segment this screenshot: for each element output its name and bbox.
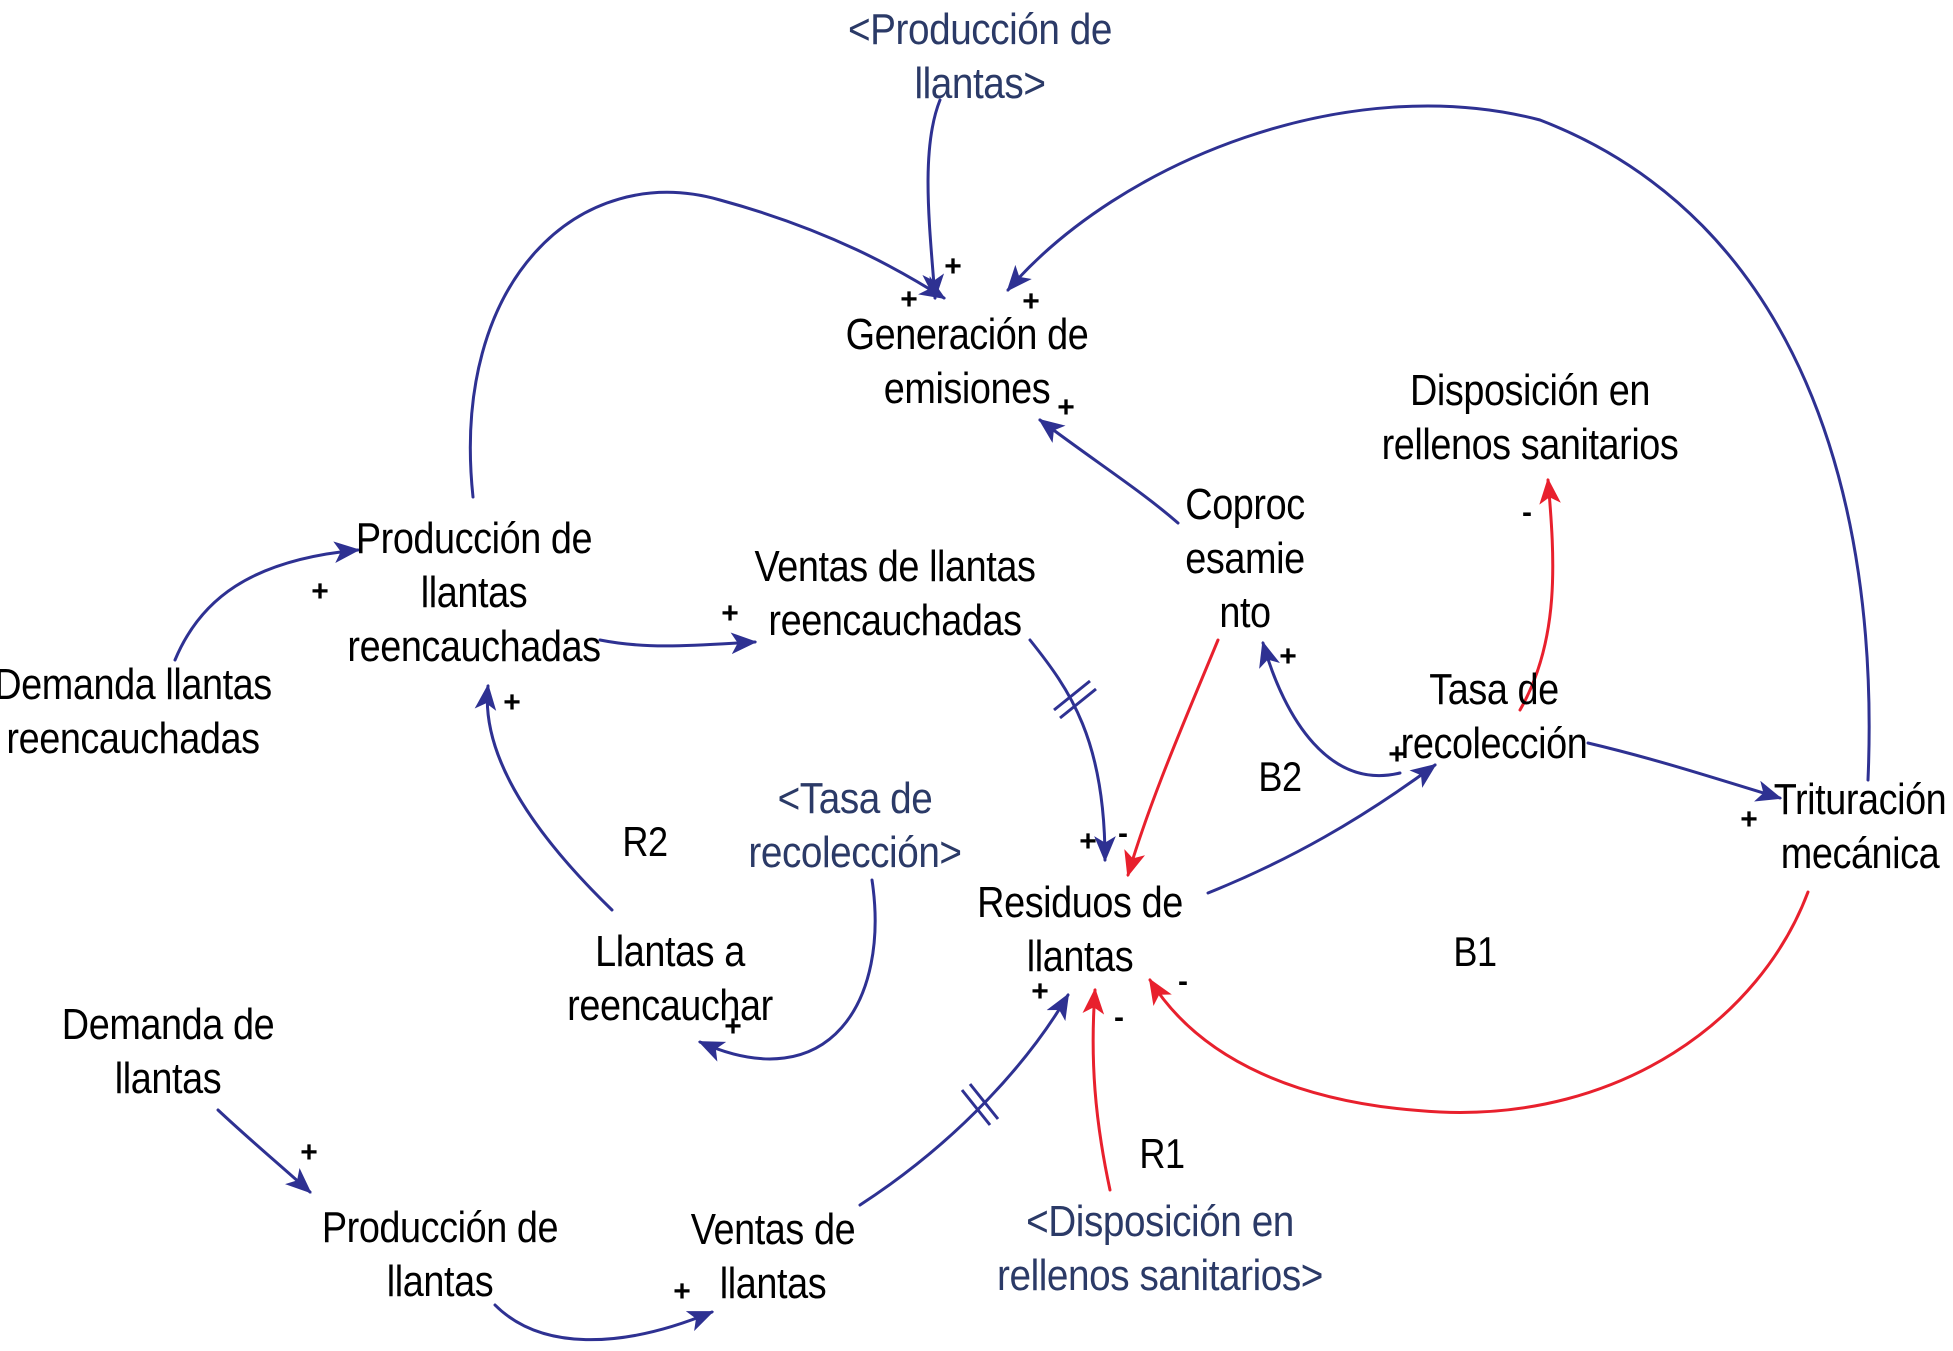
sign-plus: + bbox=[900, 283, 918, 316]
loop-label-r2: R2 bbox=[622, 818, 668, 865]
link-llantas-reencauchar-to-produccion bbox=[474, 683, 614, 912]
label-produccion-reencauchadas: Producción de llantas reencauchadas bbox=[347, 514, 601, 671]
link-produccion-shadow-to-emisiones bbox=[922, 98, 945, 301]
sign-plus: + bbox=[721, 597, 739, 630]
loop-label-r1: R1 bbox=[1139, 1130, 1185, 1177]
label-ventas-llantas: Ventas de llantas bbox=[690, 1205, 856, 1308]
link-demanda-llantas-to-produccion bbox=[216, 1108, 312, 1194]
sign-plus: + bbox=[1388, 738, 1406, 771]
link-tasa-to-trituracion bbox=[1586, 741, 1783, 802]
link-tasa-shadow-to-llantas-reencauchar bbox=[698, 878, 877, 1062]
link-ventas-llantas-to-residuos bbox=[858, 993, 1070, 1207]
link-demanda-reencauchadas-to-produccion bbox=[173, 541, 361, 662]
link-trituracion-to-emisiones bbox=[1006, 104, 1871, 782]
sign-minus: - bbox=[1118, 817, 1128, 850]
sign-minus: - bbox=[1522, 496, 1532, 529]
sign-plus: + bbox=[1022, 285, 1040, 318]
label-generacion-emisiones: Generación de emisiones bbox=[845, 310, 1089, 413]
label-demanda-reencauchadas: Demanda llantas reencauchadas bbox=[0, 660, 272, 763]
link-ventas-reencauchadas-to-residuos bbox=[1028, 638, 1116, 863]
link-tasa-to-disposicion bbox=[1518, 477, 1561, 712]
delay-mark-ventas-reencauchadas bbox=[1053, 679, 1097, 720]
label-produccion-llantas: Producción de llantas bbox=[321, 1203, 559, 1306]
sign-plus: + bbox=[503, 686, 521, 719]
loop-label-b1: B1 bbox=[1453, 928, 1497, 975]
sign-plus: + bbox=[300, 1136, 318, 1169]
sign-plus: + bbox=[1057, 391, 1075, 424]
sign-plus: + bbox=[944, 250, 962, 283]
label-disposicion-shadow: <Disposición en rellenos sanitarios> bbox=[997, 1197, 1323, 1300]
sign-plus: + bbox=[1740, 803, 1758, 836]
label-tasa-recoleccion-shadow: <Tasa de recolección> bbox=[748, 774, 962, 877]
link-produccion-reencauchadas-to-ventas bbox=[598, 632, 758, 655]
loop-label-b2: B2 bbox=[1258, 753, 1302, 800]
label-produccion-llantas-shadow: <Producción de llantas> bbox=[848, 5, 1112, 108]
sign-plus: + bbox=[1279, 640, 1297, 673]
label-demanda-llantas: Demanda de llantas bbox=[61, 1000, 275, 1103]
sign-plus: + bbox=[673, 1275, 691, 1308]
sign-plus: + bbox=[1079, 825, 1097, 858]
sign-plus: + bbox=[1031, 975, 1049, 1008]
link-produccion-llantas-to-ventas bbox=[493, 1303, 715, 1342]
link-disposicion-shadow-to-residuos bbox=[1082, 987, 1112, 1192]
label-residuos-llantas: Residuos de llantas bbox=[977, 878, 1183, 981]
label-trituracion-mecanica: Trituración mecánica bbox=[1773, 775, 1947, 878]
link-reencauchadas-to-emisiones bbox=[468, 190, 946, 499]
label-ventas-reencauchadas: Ventas de llantas reencauchadas bbox=[754, 542, 1036, 645]
sign-plus: + bbox=[724, 1010, 742, 1043]
link-trituracion-to-residuos bbox=[1148, 890, 1810, 1114]
link-residuos-to-tasa bbox=[1206, 763, 1437, 895]
link-coprocesamiento-to-residuos bbox=[1124, 638, 1220, 878]
link-coprocesamiento-to-emisiones bbox=[1038, 418, 1180, 525]
delay-mark-ventas-llantas bbox=[960, 1083, 1000, 1126]
sign-plus: + bbox=[311, 575, 329, 608]
link-tasa-to-coprocesamiento bbox=[1259, 640, 1402, 777]
sign-minus: - bbox=[1178, 965, 1188, 998]
label-coprocesamiento: Coproc esamie nto bbox=[1185, 480, 1305, 637]
label-tasa-recoleccion: Tasa de recolección bbox=[1400, 665, 1588, 768]
label-llantas-reencauchar: Llantas a reencauchar bbox=[567, 927, 773, 1030]
sign-minus: - bbox=[1114, 1001, 1124, 1034]
label-disposicion-rellenos: Disposición en rellenos sanitarios bbox=[1381, 366, 1679, 469]
